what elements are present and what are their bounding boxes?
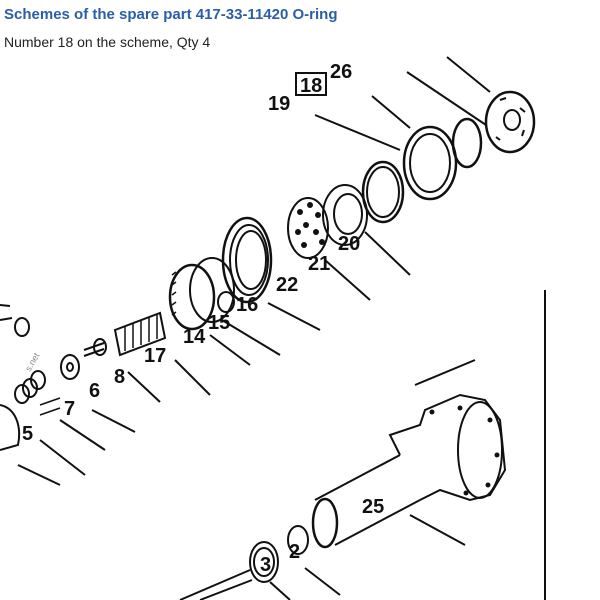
callout-25[interactable]: 25: [362, 496, 384, 518]
part-26-plate: [406, 56, 536, 154]
highlight-18-box: [295, 72, 327, 96]
part-6-nut: [14, 370, 106, 451]
part-3-ring: [179, 541, 291, 600]
callout-21[interactable]: 21: [308, 253, 330, 275]
callout-20[interactable]: 20: [338, 233, 360, 255]
part-17-bolt: [83, 338, 161, 403]
callout-3[interactable]: 3: [260, 554, 271, 576]
parts-scheme-diagram: 18 26 19 20 21 22 16 15 14 17 8 6 7 5 25…: [0, 56, 546, 600]
part-21-perforated-disc: [322, 184, 371, 301]
part-7-spring: [39, 397, 86, 476]
part-20-ring: [361, 160, 411, 276]
part-5-housing: [0, 304, 61, 486]
part-2-ring: [287, 525, 341, 596]
watermark-text: s.net: [23, 351, 42, 373]
part-18-o-ring: [371, 95, 483, 169]
part-25-bolt-holes: [429, 405, 500, 496]
part-22-ring: [221, 216, 321, 331]
part-19-disc: [314, 114, 458, 201]
part-14-shaft: [113, 311, 251, 396]
part-8-washer: [60, 354, 136, 433]
callout-22[interactable]: 22: [276, 274, 298, 296]
callout-8[interactable]: 8: [114, 366, 125, 388]
part-15-ring: [217, 291, 235, 313]
part-21-holes: [295, 202, 325, 248]
page-title: Schemes of the spare part 417-33-11420 O…: [4, 6, 338, 23]
callout-7[interactable]: 7: [64, 398, 75, 420]
callout-5[interactable]: 5: [22, 423, 33, 445]
callout-19[interactable]: 19: [268, 93, 290, 115]
part-25-axle-housing: [311, 290, 546, 600]
callout-2[interactable]: 2: [289, 541, 300, 563]
callout-6[interactable]: 6: [89, 380, 100, 402]
callout-16[interactable]: 16: [236, 294, 258, 316]
part-21-plate: [287, 197, 329, 259]
scheme-subtitle: Number 18 on the scheme, Qty 4: [4, 34, 211, 50]
callout-26[interactable]: 26: [330, 61, 352, 83]
callout-15[interactable]: 15: [208, 312, 230, 334]
part-16-drum: [168, 257, 281, 356]
callout-14[interactable]: 14: [183, 326, 206, 348]
callout-17[interactable]: 17: [144, 345, 166, 367]
callout-18-highlighted[interactable]: 18: [300, 75, 322, 97]
